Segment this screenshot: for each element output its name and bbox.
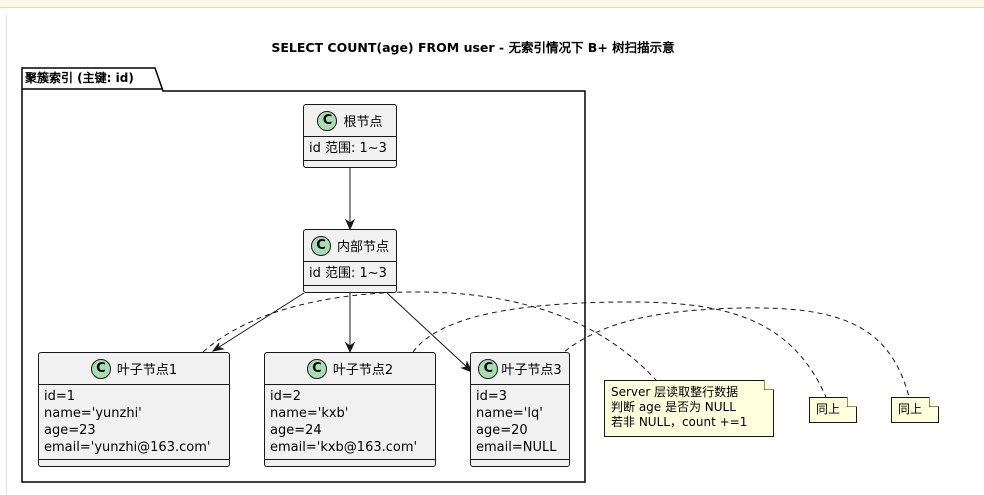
class-leaf2[interactable]: C 叶子节点2 id=2 name='kxb' age=24 email='kx… [264,352,436,467]
field: id 范围: 1~3 [309,266,387,281]
class-icon: C [90,358,111,379]
class-icon: C [306,358,327,379]
note-link-same1 [412,301,827,398]
field: id 范围: 1~3 [309,141,387,156]
field: email='yunzhi@163.com' [44,440,211,455]
field: id=3 [476,389,508,404]
class-leaf2-fields: id=2 name='kxb' age=24 email='kxb@163.co… [265,385,435,456]
note-line: 判断 age 是否为 NULL [611,400,736,414]
class-icon: C [478,358,499,379]
class-leaf1[interactable]: C 叶子节点1 id=1 name='yunzhi' age=23 email=… [38,352,230,467]
note-line: Server 层读取整行数据 [611,385,739,399]
class-divider [304,285,396,286]
note-link-same2 [557,307,910,398]
arrowhead-leaf2 [344,341,356,354]
field: email=NULL [476,440,557,455]
class-leaf2-name: 叶子节点2 [332,363,394,378]
arrowhead-leaf1 [211,342,225,352]
class-internal-name: 内部节点 [336,240,389,255]
field: id=2 [270,389,302,404]
note-link-main [202,291,657,381]
edge-internal-leaf1 [215,292,305,350]
left-rule [6,14,7,495]
field: name='kxb' [270,406,349,421]
class-icon: C [310,235,331,256]
top-band [0,0,984,8]
class-internal-header: C 内部节点 [304,230,396,262]
note-fold-icon [929,397,939,407]
class-root-header: C 根节点 [304,105,396,137]
class-divider [304,160,396,161]
class-leaf1-name: 叶子节点1 [116,363,178,378]
class-root-name: 根节点 [343,115,383,130]
note-line: 同上 [898,402,923,416]
field: age=24 [270,423,322,438]
class-leaf3-fields: id=3 name='lq' age=20 email=NULL [471,385,569,456]
diagram-title: SELECT COUNT(age) FROM user - 无索引情况下 B+ … [271,40,675,55]
field: age=23 [44,423,96,438]
class-divider [39,459,229,460]
package-label: 聚簇索引 (主键: id) [25,71,134,85]
field: name='yunzhi' [44,406,142,421]
note-fold-icon [847,397,857,407]
field: email='kxb@163.com' [270,440,418,455]
class-root-fields: id 范围: 1~3 [304,137,396,157]
note-fold-icon [764,380,774,390]
class-internal-fields: id 范围: 1~3 [304,262,396,282]
class-leaf3[interactable]: C 叶子节点3 id=3 name='lq' age=20 email=NULL [470,352,570,467]
class-leaf1-header: C 叶子节点1 [39,353,229,385]
class-leaf1-fields: id=1 name='yunzhi' age=23 email='yunzhi@… [39,385,229,456]
class-root[interactable]: C 根节点 id 范围: 1~3 [303,104,397,168]
class-divider [471,459,569,460]
arrowhead-leaf3 [460,360,474,373]
note-main[interactable]: Server 层读取整行数据 判断 age 是否为 NULL 若非 NULL，c… [604,380,774,437]
class-internal[interactable]: C 内部节点 id 范围: 1~3 [303,229,397,293]
class-icon: C [317,110,338,131]
field: id=1 [44,389,76,404]
class-leaf3-header: C 叶子节点3 [471,353,569,385]
class-divider [265,459,435,460]
edge-internal-leaf3 [386,292,470,370]
arrowhead-internal [344,218,356,231]
note-line: 同上 [816,402,841,416]
class-leaf3-name: 叶子节点3 [501,363,562,378]
field: age=20 [476,423,528,438]
package-frame [21,67,586,483]
class-leaf2-header: C 叶子节点2 [265,353,435,385]
field: name='lq' [476,406,543,421]
package-tab: 聚簇索引 (主键: id) [22,68,134,89]
note-line: 若非 NULL，count +=1 [611,415,748,429]
